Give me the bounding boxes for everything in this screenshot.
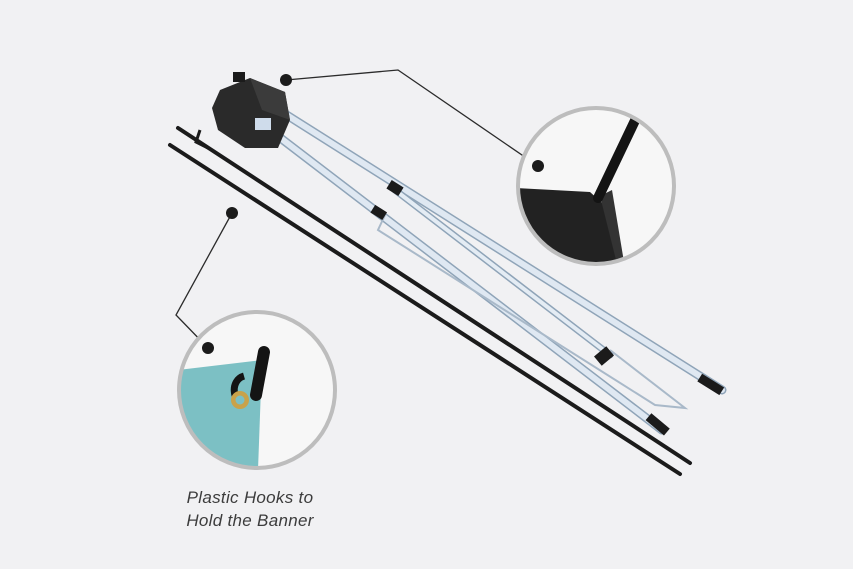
hub bbox=[212, 72, 290, 148]
pole-lower bbox=[168, 143, 682, 476]
hook-caption: Plastic Hooks to Hold the Banner bbox=[140, 486, 360, 532]
callout-dot bbox=[226, 207, 238, 219]
detail-circle-hook bbox=[177, 310, 337, 470]
strut-end-cap bbox=[645, 413, 670, 436]
strut-clip bbox=[386, 180, 404, 196]
pole-upper bbox=[176, 126, 692, 465]
black-poles bbox=[168, 126, 692, 476]
callout-dot bbox=[280, 74, 292, 86]
callout-dot bbox=[202, 342, 214, 354]
caption-line-2: Hold the Banner bbox=[186, 511, 314, 530]
pole-hook bbox=[194, 129, 213, 152]
fiberglass-struts bbox=[265, 107, 727, 436]
strut-clip bbox=[594, 346, 614, 366]
strut-end-cap bbox=[697, 373, 725, 396]
caption-line-1: Plastic Hooks to bbox=[186, 488, 314, 507]
strut-clip bbox=[370, 204, 388, 220]
detail-circle-hub bbox=[516, 106, 676, 266]
callout-dot bbox=[532, 160, 544, 172]
banner-fabric bbox=[179, 360, 262, 468]
